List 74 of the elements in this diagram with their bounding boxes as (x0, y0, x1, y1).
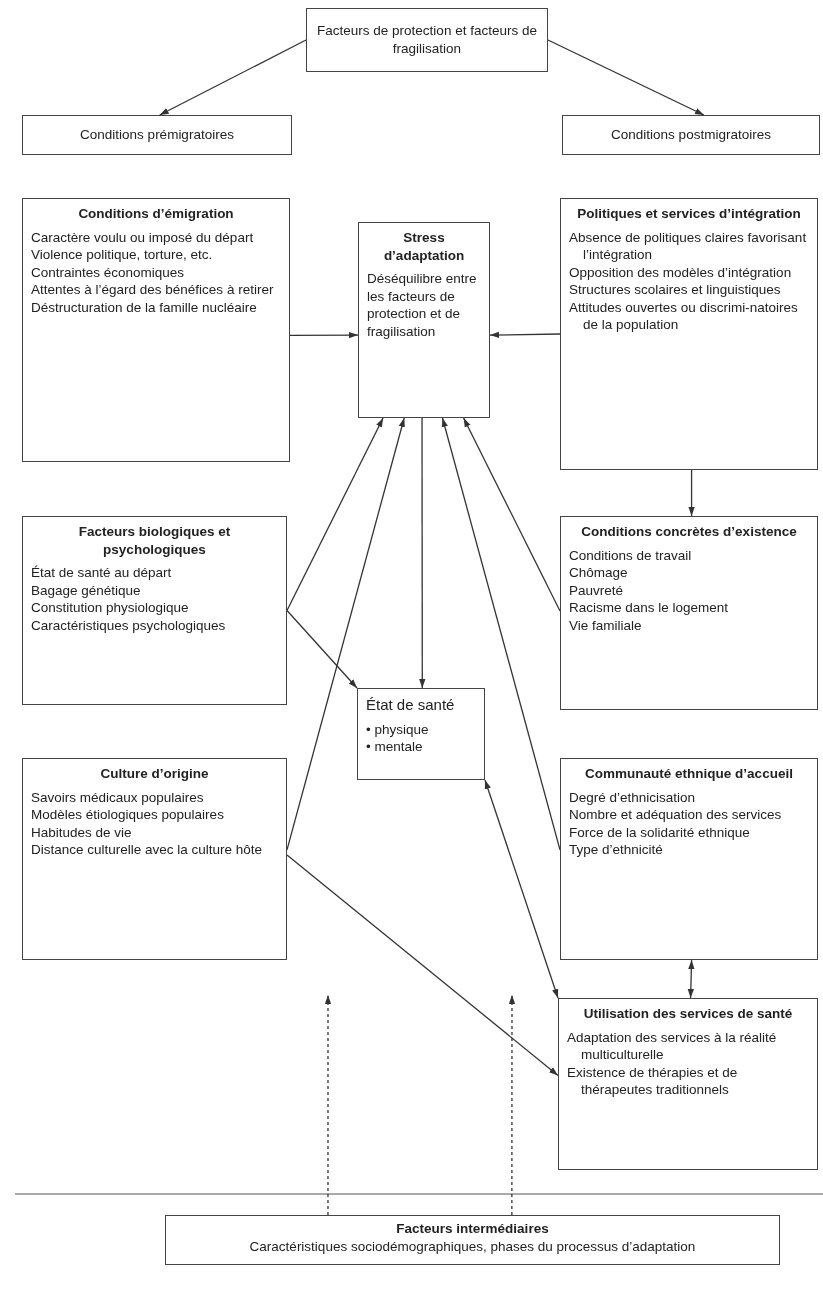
dashed-arrow (508, 994, 516, 1216)
list-item: Bagage génétique (31, 581, 142, 600)
arrow (687, 959, 695, 999)
box-heading: Conditions concrètes d’existence (580, 523, 798, 541)
central-box (357, 688, 485, 780)
list-item: Opposition des modèles d’intégration (569, 263, 793, 282)
arrow (286, 854, 559, 1077)
list-item: Structures scolaires et linguistiques (569, 281, 782, 299)
list-item: Force de la solidarité ethnique (569, 823, 751, 842)
list-item: Habitudes de vie (31, 823, 133, 842)
box-title: État de santé (366, 695, 456, 715)
description-text: Caractéristiques sociodémographiques, phases du processus d’adaptation (248, 1237, 697, 1256)
factor-box (562, 115, 820, 155)
list-item: Pauvreté (569, 581, 625, 600)
list-item: Type d’ethnicité (569, 841, 664, 859)
factor-box (558, 998, 818, 1170)
factor-box (560, 516, 818, 710)
arrow (547, 39, 705, 116)
list-item: Caractéristiques psychologiques (31, 616, 227, 635)
list-item: Caractère voulu ou imposé du départ (31, 228, 255, 247)
box-heading: Stress d’adaptation (382, 229, 466, 265)
list-item: Nombre et adéquation des services (569, 806, 783, 824)
box-title: Conditions prémigratoires (79, 126, 235, 144)
factor-box (560, 758, 818, 960)
list-item: Constitution physiologique (31, 599, 190, 617)
box-heading: Communauté ethnique d’accueil (584, 765, 794, 783)
factor-box (560, 198, 818, 470)
factor-box (22, 198, 290, 462)
arrow (489, 331, 561, 339)
arrow (289, 331, 359, 339)
list-item: Racisme dans le logement (569, 599, 730, 617)
list-item: Existence de thérapies et de thérapeutes traditionnels (567, 1063, 739, 1099)
list-item: Modèles étiologiques populaires (31, 806, 225, 824)
box-title: Facteurs de protection et facteurs de fragilisation (316, 22, 538, 58)
bullet-item: • mentale (366, 738, 424, 756)
factor-box (165, 1215, 780, 1265)
list-item: Adaptation des services à la réalité multiculturelle (567, 1028, 778, 1064)
list-item: État de santé au départ (31, 564, 173, 582)
list-item: Violence politique, torture, etc. (31, 246, 214, 264)
list-item: Chômage (569, 564, 629, 582)
list-item: Savoirs médicaux populaires (31, 788, 205, 807)
dashed-arrow (324, 994, 332, 1216)
arrow (688, 469, 695, 517)
arrow (419, 417, 426, 689)
arrow (286, 609, 358, 689)
box-heading: Facteurs biologiques et psychologiques (77, 523, 232, 559)
box-heading: Conditions d’émigration (77, 205, 235, 223)
factor-box (22, 758, 287, 960)
box-heading: Politiques et services d’intégration (576, 205, 802, 223)
arrow (462, 417, 561, 612)
box-heading: Culture d’origine (99, 765, 210, 783)
list-item: Attentes à l’égard des bénéfices à retirer (31, 281, 275, 299)
list-item: Contraintes économiques (31, 263, 186, 282)
box-heading: Utilisation des services de santé (582, 1005, 794, 1023)
list-item: Distance culturelle avec la culture hôte (31, 841, 264, 859)
list-item: Degré d’ethnicisation (569, 788, 697, 807)
factor-box (306, 8, 548, 72)
arrow (441, 417, 561, 851)
arrow (484, 779, 559, 999)
factor-box (22, 115, 292, 155)
list-item: Conditions de travail (569, 546, 693, 565)
bullet-item: • physique (366, 720, 430, 739)
box-heading: Facteurs intermédiaires (395, 1220, 550, 1238)
central-box (358, 222, 490, 418)
list-item: Déstructuration de la famille nucléaire (31, 298, 258, 317)
list-item: Absence de politiques claires favorisant l’intégration (569, 228, 808, 264)
description-text: Déséquilibre entre les facteurs de protection et de fragilisation (367, 270, 478, 341)
arrow (286, 417, 384, 612)
factor-box (22, 516, 287, 705)
box-title: Conditions postmigratoires (610, 126, 772, 144)
list-item: Attitudes ouvertes ou discrimi-natoires de la population (569, 298, 799, 334)
arrow (159, 39, 307, 116)
arrow (286, 417, 405, 851)
list-item: Vie familiale (569, 616, 643, 635)
